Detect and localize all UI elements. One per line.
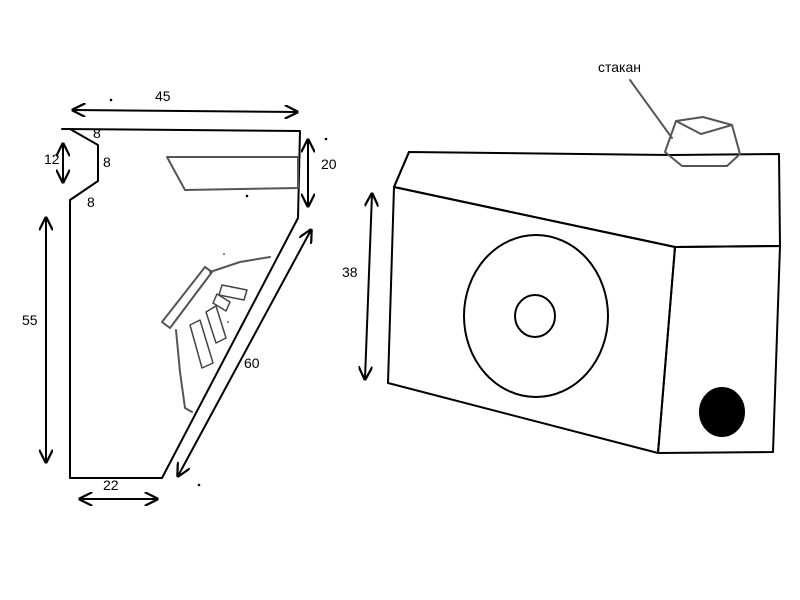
label-22: 22 <box>103 477 119 493</box>
box-front-face <box>387 186 676 454</box>
port-hole <box>699 387 745 437</box>
profile-outline <box>61 128 301 479</box>
label-55: 55 <box>22 312 38 328</box>
dim-arrow-38 <box>365 194 372 379</box>
speaker-center <box>514 294 556 338</box>
dim-arrow-45 <box>73 110 297 112</box>
side-profile-drawing: 45 8 8 8 12 55 22 20 60 <box>22 88 337 499</box>
speaker-cone <box>463 234 609 398</box>
box-side-face <box>657 245 781 454</box>
label-12: 12 <box>44 151 60 167</box>
speaker-mount-sketch <box>161 253 271 413</box>
label-38: 38 <box>342 264 358 280</box>
label-60: 60 <box>244 355 260 371</box>
dim-arrow-60 <box>178 230 311 476</box>
glass-leader-line <box>629 79 673 139</box>
label-8-bottom: 8 <box>87 194 95 210</box>
box-3d-sketch: стакан 38 <box>342 59 781 454</box>
glass-label: стакан <box>598 59 641 75</box>
label-8-top: 8 <box>93 125 101 141</box>
label-20: 20 <box>321 156 337 172</box>
label-45: 45 <box>155 88 171 104</box>
glass-icon <box>664 116 741 167</box>
label-8-right: 8 <box>103 154 111 170</box>
port-slot <box>166 156 299 191</box>
